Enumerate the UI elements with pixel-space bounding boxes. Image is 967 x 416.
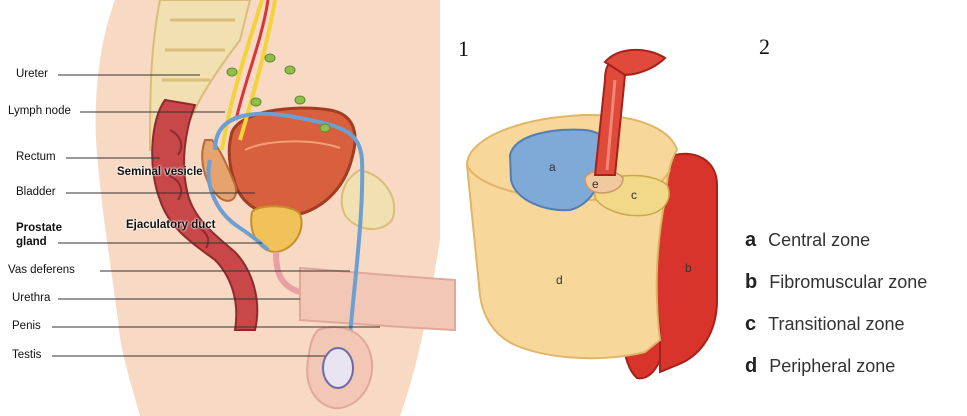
legend-key-a: a <box>745 229 756 251</box>
legend-fibromuscular-zone: b Fibromuscular zone <box>745 271 927 294</box>
legend-key-b: b <box>745 271 757 293</box>
zone-letter-d: d <box>556 273 563 287</box>
zone-letter-c: c <box>631 188 637 202</box>
legend-central-zone: a Central zone <box>745 229 870 252</box>
label-penis: Penis <box>12 320 41 333</box>
legend-transitional-zone: c Transitional zone <box>745 313 905 336</box>
label-rectum: Rectum <box>16 151 56 164</box>
label-urethra: Urethra <box>12 292 50 305</box>
legend-key-d: d <box>745 355 757 377</box>
label-vas-deferens: Vas deferens <box>8 264 75 277</box>
pelvis-illustration <box>0 0 460 416</box>
zone-letter-e: e <box>592 177 599 191</box>
label-prostate-line2: gland <box>16 236 47 249</box>
label-seminal-vesicle: Seminal vesicle <box>117 166 203 179</box>
label-ureter: Ureter <box>16 68 48 81</box>
testis <box>323 348 353 388</box>
legend-key-c: c <box>745 313 756 335</box>
zone-letter-a: a <box>549 160 556 174</box>
label-ejaculatory-duct: Ejaculatory duct <box>126 219 215 232</box>
label-testis: Testis <box>12 349 41 362</box>
legend-name-central: Central zone <box>768 230 870 250</box>
legend-name-transitional: Transitional zone <box>768 314 904 334</box>
legend-name-fibromuscular: Fibromuscular zone <box>769 272 927 292</box>
label-prostate-line1: Prostate <box>16 222 62 235</box>
male-pelvis-anatomy-panel: Ureter Lymph node Rectum Seminal vesicle… <box>0 0 460 416</box>
prostate-zone-diagram <box>455 0 755 416</box>
legend-name-peripheral: Peripheral zone <box>769 356 895 376</box>
panel-number-2: 2 <box>759 34 770 60</box>
label-lymph-node: Lymph node <box>8 105 71 118</box>
zone-letter-b: b <box>685 261 692 275</box>
legend-peripheral-zone: d Peripheral zone <box>745 355 895 378</box>
label-bladder: Bladder <box>16 186 56 199</box>
